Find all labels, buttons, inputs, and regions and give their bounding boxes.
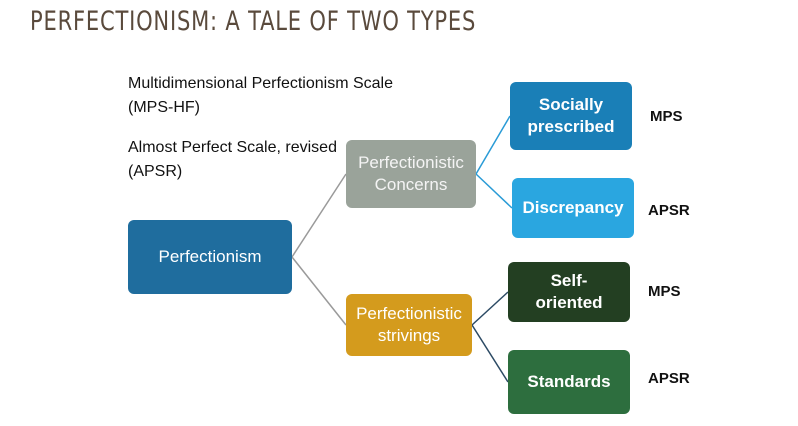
scale-note-apsr: Almost Perfect Scale, revised (APSR) — [128, 139, 337, 180]
node-discrepancy: Discrepancy — [512, 178, 634, 238]
connector-strivings-standards — [471, 324, 509, 383]
connector-concerns-discrepancy — [475, 173, 513, 209]
node-socially-prescribed: Socially prescribed — [510, 82, 632, 150]
node-standards: Standards — [508, 350, 630, 414]
connector-root-concerns — [291, 173, 347, 258]
label-apsr-standards: APSR — [648, 370, 690, 387]
connector-strivings-self — [471, 291, 509, 326]
label-mps-self: MPS — [648, 283, 681, 300]
node-self-oriented: Self- oriented — [508, 262, 630, 322]
page-title: PERFECTIONISM: A TALE OF TWO TYPES — [30, 6, 477, 37]
label-apsr-discrepancy: APSR — [648, 202, 690, 219]
node-perfectionistic-strivings: Perfectionistic strivings — [346, 294, 472, 356]
connector-root-strivings — [291, 256, 347, 326]
connector-concerns-socially — [475, 115, 511, 175]
scale-note-mps: Multidimensional Perfectionism Scale (MP… — [128, 75, 393, 116]
node-perfectionism: Perfectionism — [128, 220, 292, 294]
node-perfectionistic-concerns: Perfectionistic Concerns — [346, 140, 476, 208]
label-mps-socially: MPS — [650, 108, 683, 125]
